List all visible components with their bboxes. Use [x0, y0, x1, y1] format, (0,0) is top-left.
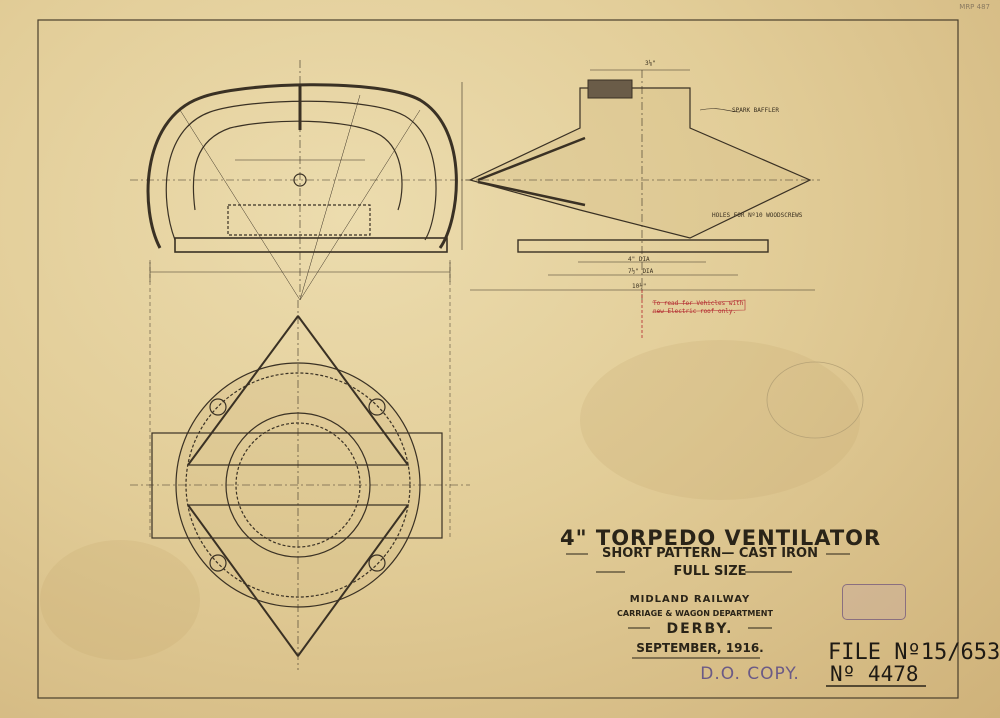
registry-stamp: [842, 584, 906, 620]
drawing-number: Nº 4478: [830, 662, 919, 686]
department-name: CARRIAGE & WAGON DEPARTMENT: [617, 609, 773, 618]
dia-7-label: 7½" DIA: [628, 268, 654, 275]
drawing-title: 4" TORPEDO VENTILATOR: [560, 526, 882, 550]
drawing-subtitle: SHORT PATTERN— CAST IRON: [602, 546, 818, 561]
drawing-date: SEPTEMBER, 1916.: [636, 641, 764, 655]
red-note-line-2: new Electric roof only.: [653, 308, 737, 315]
plan-view: [130, 260, 470, 670]
top-dim-label: 3⅛": [645, 60, 656, 67]
file-number: FILE Nº15/653: [828, 640, 1000, 665]
city-name: DERBY.: [666, 621, 734, 637]
spark-baffler-label: SPARK BAFFLER: [732, 107, 779, 114]
company-name: MIDLAND RAILWAY: [629, 594, 751, 605]
stain: [580, 340, 860, 500]
corner-reference: MRP 487: [959, 3, 990, 11]
length-label: 10½": [632, 283, 647, 290]
sheet-border: [37, 19, 959, 699]
front-elevation: [130, 60, 470, 301]
dia-4-label: 4" DIA: [628, 256, 650, 263]
red-note-line-1: To read for Vehicles with: [653, 300, 744, 307]
side-elevation: [465, 69, 820, 340]
copy-stamp: D.O. COPY.: [700, 664, 800, 684]
holes-label: HOLES FOR Nº10 WOODSCREWS: [712, 212, 803, 219]
drawing-scale: FULL SIZE: [673, 564, 747, 579]
title-rules: [566, 553, 926, 687]
faint-circle: [766, 361, 864, 439]
stain: [40, 540, 200, 660]
